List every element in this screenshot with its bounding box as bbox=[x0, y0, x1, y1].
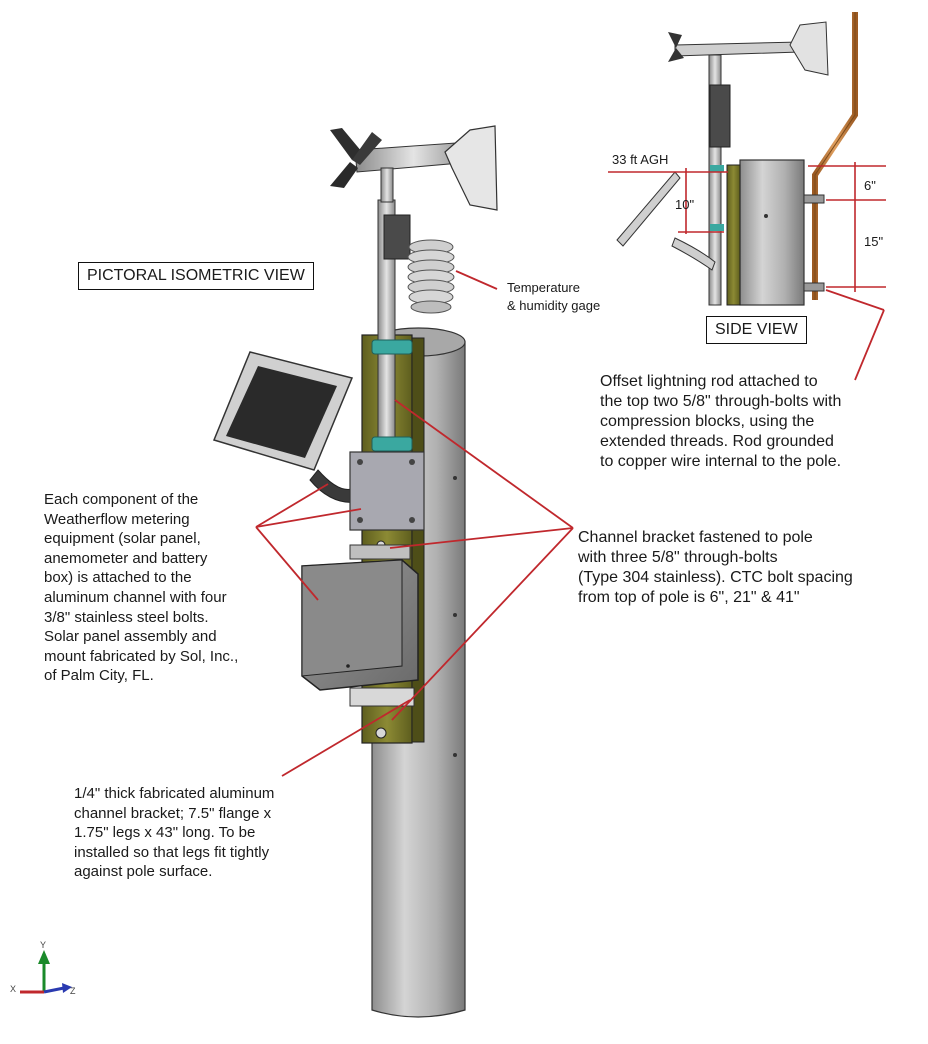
side-view-drawing bbox=[616, 12, 858, 306]
side-view-title: SIDE VIEW bbox=[706, 316, 807, 344]
temperature-humidity-label: Temperature & humidity gage bbox=[507, 280, 601, 313]
mounting-plate bbox=[349, 451, 425, 560]
height-agh-label: 33 ft AGH bbox=[612, 152, 669, 167]
isometric-view-title: PICTORAL ISOMETRIC VIEW bbox=[78, 262, 314, 290]
axis-triad bbox=[20, 950, 72, 994]
temperature-humidity-shield bbox=[407, 239, 455, 314]
channel-bracket-spec-label: 1/4" thick fabricated aluminum channel b… bbox=[74, 785, 275, 881]
dimension-10-label: 10" bbox=[675, 197, 695, 212]
battery-box bbox=[301, 559, 419, 707]
lightning-rod-label: Offset lightning rod attached to the top… bbox=[600, 373, 842, 470]
axis-z-label: Z bbox=[70, 986, 76, 996]
dimension-15-label: 15" bbox=[864, 234, 884, 249]
mast bbox=[371, 199, 413, 452]
axis-x-label: X bbox=[10, 984, 17, 994]
components-label: Each component of the Weatherflow meteri… bbox=[44, 491, 239, 685]
leader-lines bbox=[255, 270, 885, 777]
solar-panel bbox=[212, 351, 369, 503]
anemometer bbox=[330, 125, 498, 211]
dimension-lines bbox=[608, 162, 886, 292]
dimension-6-label: 6" bbox=[864, 178, 876, 193]
axis-y-label: Y bbox=[40, 940, 47, 950]
channel-bracket-fastened-label: Channel bracket fastened to pole with th… bbox=[578, 529, 853, 606]
